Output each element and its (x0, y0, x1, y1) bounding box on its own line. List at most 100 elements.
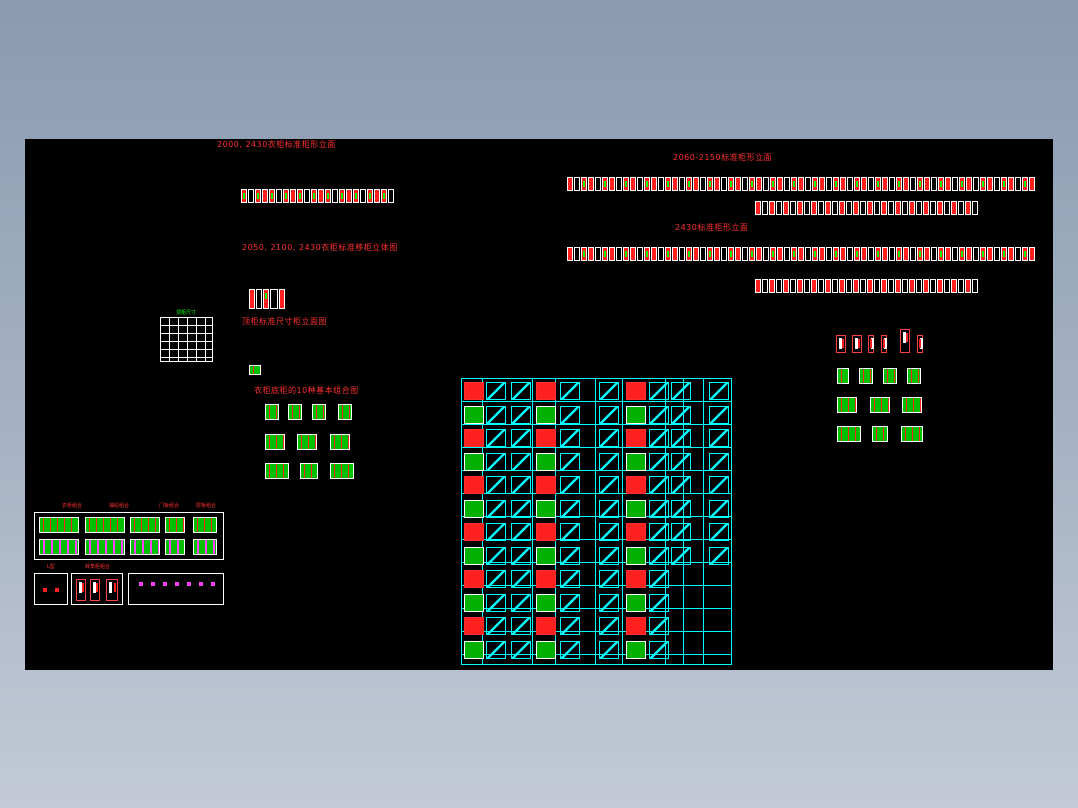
sheet-cell (464, 546, 484, 565)
cabinet-row-right-1 (567, 177, 1035, 191)
sheet-cell (671, 452, 691, 471)
sheet-cell (649, 405, 669, 424)
sheet-cell (486, 452, 506, 471)
right-elev-5 (900, 329, 910, 353)
right-mod-8 (837, 426, 861, 442)
sheet-cell (486, 617, 506, 635)
sheet-cell (511, 640, 531, 659)
sheet-cell (464, 640, 484, 659)
sheet-cell (486, 570, 506, 588)
sheet-cell (599, 452, 619, 471)
sheet-cell (560, 499, 580, 518)
sheet-cell (626, 382, 646, 400)
sheet-cell (709, 382, 729, 400)
right-mod-4 (907, 368, 921, 384)
right-elev-3 (868, 335, 874, 353)
sheet-cell (536, 546, 556, 565)
sheet-cell (560, 405, 580, 424)
sheet-cell (486, 523, 506, 541)
sheet-cell (464, 452, 484, 471)
sheet-cell (560, 617, 580, 635)
sheet-cell (536, 429, 556, 447)
cabinet-row-right-4 (755, 279, 978, 293)
cabinet-row-right-3 (567, 247, 1035, 261)
right-mod-9 (872, 426, 888, 442)
cabinet-row-right-2 (755, 201, 978, 215)
sheet-cell (649, 546, 669, 565)
sheet-cell (599, 570, 619, 588)
sheet-cell (536, 382, 556, 400)
sheet-cell (649, 382, 669, 400)
combo-8 (265, 463, 289, 479)
right-elev-1 (836, 335, 846, 353)
combo-7 (330, 434, 350, 450)
right-mod-1 (837, 368, 849, 384)
right-elev-4 (881, 335, 887, 353)
sheet-cell (536, 570, 556, 588)
panel-a-label: 衣柜组合 (62, 503, 83, 509)
sheet-cell (626, 499, 646, 518)
sheet-cell (486, 429, 506, 447)
sheet-cell (464, 429, 484, 447)
title-elev-2050-2100-2430: 2050, 2100, 2430衣柜标准移柜立体图 (242, 243, 398, 252)
cabinet-row-3d (249, 289, 285, 309)
sheet-cell (536, 523, 556, 541)
sheet-cell (486, 405, 506, 424)
sheet-cell (626, 476, 646, 494)
sheet-cell (560, 429, 580, 447)
right-elev-6 (917, 335, 923, 353)
sheet-cell (709, 546, 729, 565)
right-elev-2 (852, 335, 862, 353)
sheet-cell (626, 617, 646, 635)
sheet-cell (560, 570, 580, 588)
sheet-cell (599, 476, 619, 494)
sheet-cell (536, 476, 556, 494)
door-elevation-sheet (461, 378, 732, 665)
sheet-cell (671, 382, 691, 400)
sheet-cell (671, 523, 691, 541)
sheet-cell (626, 523, 646, 541)
sheet-cell (599, 617, 619, 635)
sheet-cell (599, 640, 619, 659)
panel-f-label: 转角柜组合 (85, 564, 111, 570)
drawing-canvas[interactable]: 2000, 2430衣柜标准柜形立面 2050, 2100, 2430衣柜标准移… (25, 139, 1053, 670)
sheet-cell (649, 452, 669, 471)
sheet-cell (511, 452, 531, 471)
panel-b-label: 抽屉组合 (109, 503, 130, 509)
sheet-cell (536, 593, 556, 612)
sheet-cell (599, 499, 619, 518)
right-mod-3 (883, 368, 897, 384)
sheet-cell (511, 499, 531, 518)
panel-e-label: L型 (47, 564, 55, 570)
combo-10 (330, 463, 354, 479)
sheet-cell (511, 405, 531, 424)
combo-panel-upper (34, 512, 224, 560)
sheet-cell (464, 405, 484, 424)
sheet-cell (599, 593, 619, 612)
sheet-cell (626, 593, 646, 612)
sheet-cell (560, 452, 580, 471)
sheet-cell (709, 405, 729, 424)
title-elev-2060-2150: 2060-2150标准柜形立面 (673, 153, 773, 162)
sheet-cell (560, 523, 580, 541)
sheet-cell (626, 452, 646, 471)
sheet-cell (649, 429, 669, 447)
sheet-cell (536, 640, 556, 659)
sheet-cell (511, 546, 531, 565)
panel-c-label: 门板组合 (159, 503, 180, 509)
sheet-cell (626, 429, 646, 447)
sheet-cell (511, 382, 531, 400)
sheet-cell (649, 593, 669, 612)
sheet-cell (649, 617, 669, 635)
combo-9 (300, 463, 318, 479)
right-mod-7 (902, 397, 922, 413)
sheet-cell (511, 429, 531, 447)
sheet-cell (599, 546, 619, 565)
combo-4 (338, 404, 352, 420)
panel-corner (71, 573, 123, 605)
sheet-cell (709, 499, 729, 518)
sheet-cell (671, 546, 691, 565)
sheet-cell (486, 546, 506, 565)
sheet-cell (709, 476, 729, 494)
sheet-cell (464, 476, 484, 494)
